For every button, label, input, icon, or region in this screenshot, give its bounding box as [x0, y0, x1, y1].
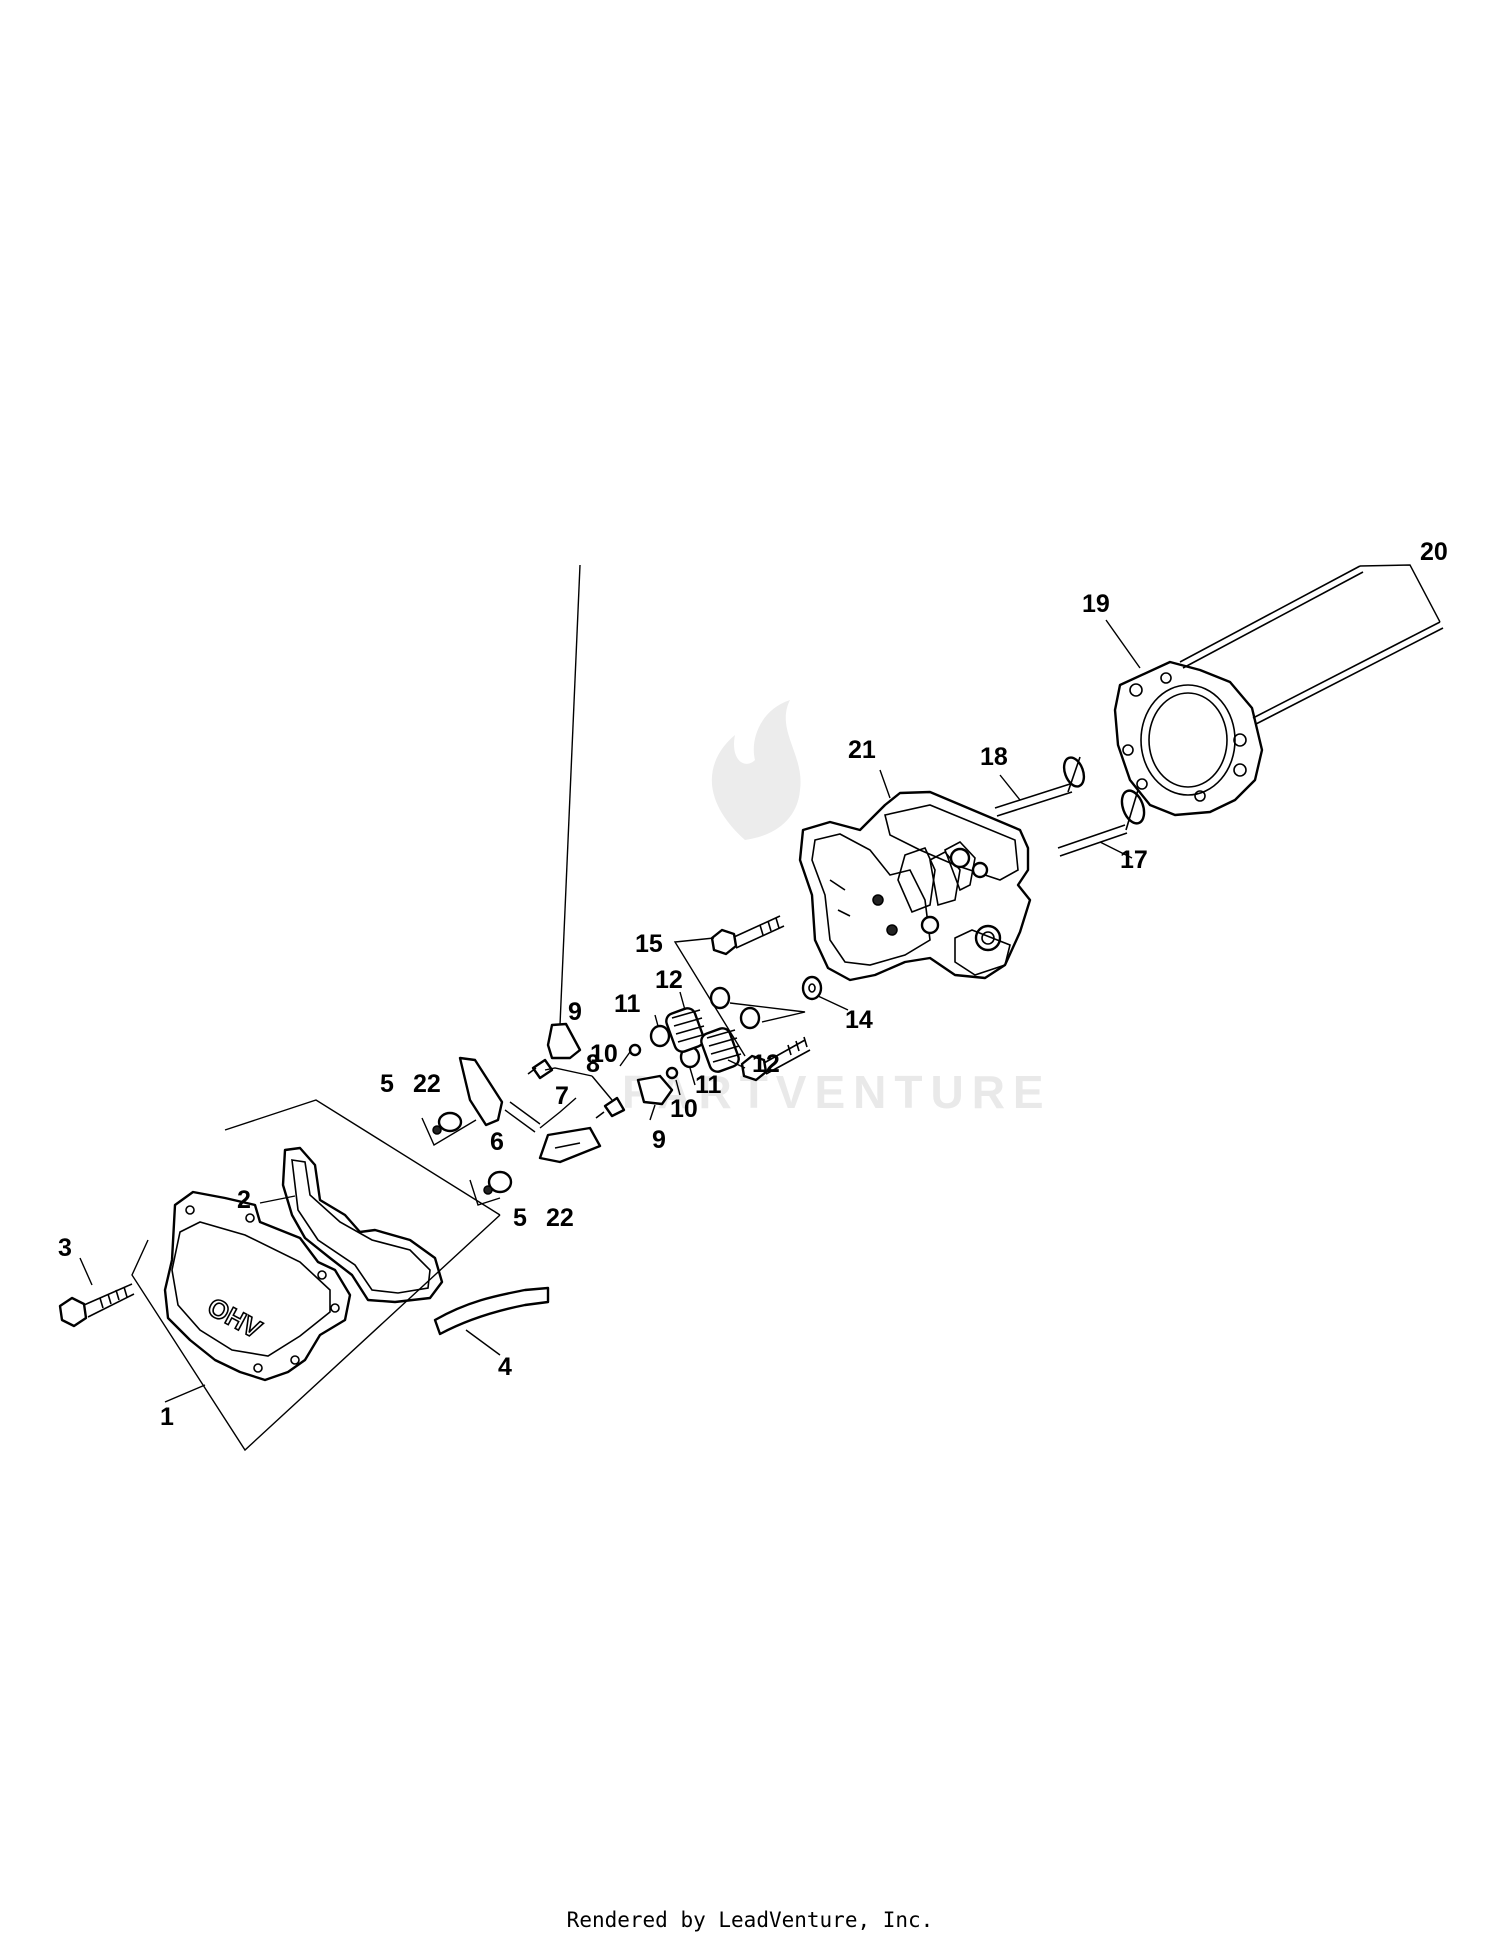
- rocker-arm-lower[interactable]: [538, 1126, 602, 1164]
- exhaust-valve[interactable]: [1057, 788, 1148, 857]
- callout-11-lower: 11: [695, 1071, 722, 1099]
- intake-valve[interactable]: [994, 755, 1088, 817]
- valve-cover[interactable]: OHV: [163, 1190, 352, 1382]
- flame-logo-icon: [711, 700, 801, 840]
- cylinder-head[interactable]: [798, 790, 1032, 982]
- callout-21: 21: [848, 736, 876, 764]
- seal-leader: [729, 1002, 806, 1023]
- callout-11-upper: 11: [614, 990, 641, 1018]
- callout-3: 3: [58, 1234, 72, 1262]
- rocker-stud-upper[interactable]: [527, 1058, 554, 1080]
- callout-10-upper: 10: [590, 1040, 618, 1068]
- adjusting-nut-upper[interactable]: [421, 1111, 477, 1147]
- spring-retainer-upper[interactable]: [649, 1024, 671, 1048]
- callout-20: 20: [1420, 538, 1448, 566]
- push-rod-upper[interactable]: [1179, 565, 1364, 669]
- callout-18: 18: [980, 743, 1008, 771]
- rocker-arm-upper[interactable]: [458, 1056, 504, 1127]
- callout-8: 8: [586, 1050, 600, 1078]
- washer[interactable]: [801, 975, 823, 1001]
- callout-5-lower: 5: [513, 1204, 527, 1232]
- breather-hose[interactable]: [433, 1286, 550, 1336]
- callout-6: 6: [490, 1128, 504, 1156]
- valve-spring-upper[interactable]: [664, 1006, 707, 1054]
- footer-credit: Rendered by LeadVenture, Inc.: [566, 1908, 934, 1932]
- watermark: PARTVENTURE: [622, 700, 1044, 1118]
- callout-19: 19: [1082, 590, 1110, 618]
- valve-seal-upper[interactable]: [709, 986, 731, 1010]
- assembly-bracket: [131, 1099, 501, 1452]
- valve-keeper-upper[interactable]: [628, 1043, 642, 1057]
- head-gasket[interactable]: [1113, 660, 1264, 817]
- callout-14: 14: [845, 1006, 873, 1034]
- adjusting-nut-lower[interactable]: [469, 1170, 513, 1206]
- head-bolt-upper[interactable]: [710, 915, 785, 956]
- callout-17: 17: [1120, 846, 1148, 874]
- push-rod-lower[interactable]: [1252, 621, 1444, 725]
- valve-seal-lower[interactable]: [739, 1006, 761, 1030]
- callouts: 1 2 3 4 5 5 6 7 8 9 9 10 10 11 11 12 12 …: [58, 538, 1448, 1431]
- push-rod-guide-lower[interactable]: [636, 1074, 674, 1106]
- callout-10-lower: 10: [670, 1095, 698, 1123]
- push-rod-guide-upper[interactable]: [546, 1022, 582, 1060]
- callout-9-upper: 9: [568, 998, 582, 1026]
- rocker-stud-lower[interactable]: [595, 1096, 626, 1119]
- callout-22-lower: 22: [546, 1204, 574, 1232]
- leader-lines: [79, 564, 1441, 1403]
- callout-5-upper: 5: [380, 1070, 394, 1098]
- callout-9-lower: 9: [652, 1126, 666, 1154]
- callout-4: 4: [498, 1353, 512, 1381]
- callout-2: 2: [237, 1186, 251, 1214]
- valve-cover-gasket[interactable]: [281, 1146, 444, 1304]
- callout-1: 1: [160, 1403, 174, 1431]
- callout-12-upper: 12: [655, 966, 683, 994]
- head-bolt-leader: [673, 937, 746, 1057]
- cover-bolt[interactable]: [58, 1283, 135, 1328]
- head-bolt-lower[interactable]: [740, 1036, 811, 1082]
- callout-12-lower: 12: [752, 1050, 780, 1078]
- callout-15: 15: [635, 930, 663, 958]
- callout-7: 7: [555, 1082, 569, 1110]
- callout-22-upper: 22: [413, 1070, 441, 1098]
- valve-keeper-lower[interactable]: [665, 1066, 679, 1080]
